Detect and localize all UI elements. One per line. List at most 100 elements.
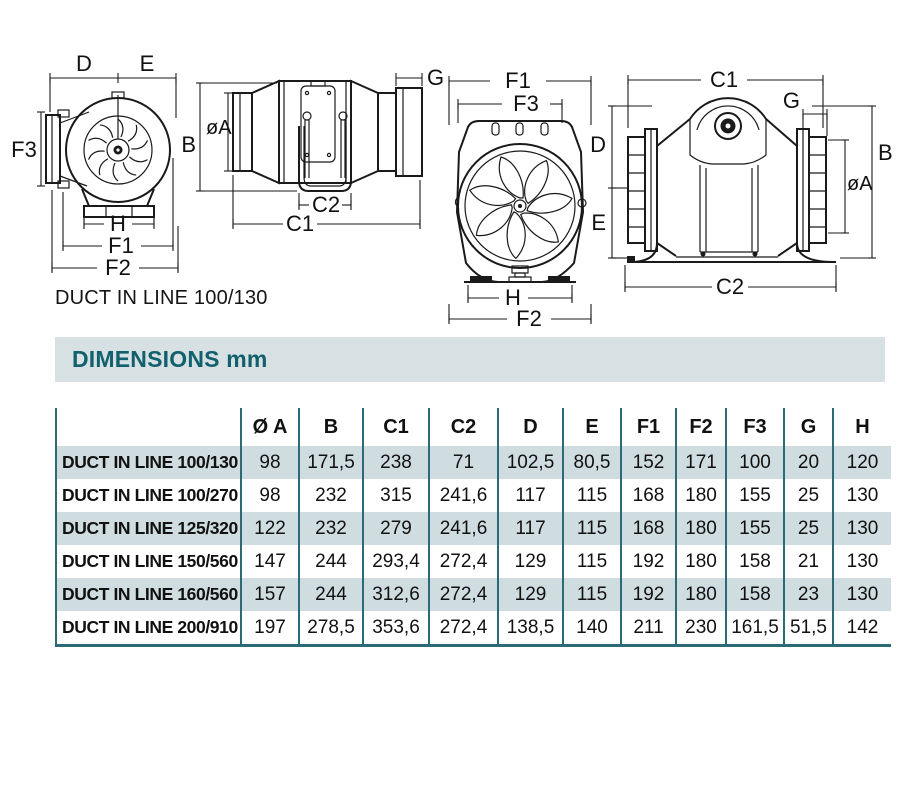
column-header: D [497,408,563,446]
dim-label-h: H [110,211,126,236]
dim-label-dia-a: øA [847,173,873,195]
table-cell: 238 [362,446,429,479]
table-cell: 180 [675,578,726,611]
column-header: F3 [725,408,784,446]
table-cell: 272,4 [428,545,498,578]
dim-label-b: B [181,132,196,157]
table-cell: 312,6 [362,578,429,611]
table-cell: 152 [620,446,676,479]
table-cell: 120 [832,446,891,479]
table-cell: 192 [620,545,676,578]
table-cell: 25 [783,512,833,545]
table-cell: 353,6 [362,611,429,646]
drawing-inline-side-view: øA B G C2 [181,65,444,236]
table-cell: 129 [497,545,563,578]
dim-label-d: D [76,51,92,76]
row-label: DUCT IN LINE 100/130 [55,446,241,479]
column-header: E [562,408,621,446]
table-cell: 157 [240,578,299,611]
dim-label-b: B [878,140,893,165]
drawing-td-side-view: C1 D E G B [590,67,893,299]
table-cell: 244 [298,578,363,611]
row-label: DUCT IN LINE 125/320 [55,512,241,545]
column-header-model [55,408,241,446]
table-cell: 272,4 [428,578,498,611]
dim-label-c2: C2 [716,274,744,299]
table-row: DUCT IN LINE 200/910 197 278,5 353,6 272… [55,611,891,646]
dim-label-f2: F2 [516,306,542,331]
section-title: DIMENSIONS mm [72,346,268,372]
table-row: DUCT IN LINE 125/320 122 232 279 241,6 1… [55,512,891,545]
table-cell: 117 [497,512,563,545]
dim-label-c1: C1 [286,211,314,236]
row-label: DUCT IN LINE 200/910 [55,611,241,646]
drawing-centrifugal-front-view: D E F3 H F1 [11,51,179,280]
table-cell: 180 [675,479,726,512]
table-cell: 115 [562,512,621,545]
table-cell: 244 [298,545,363,578]
dim-label-f2: F2 [105,255,131,280]
table-cell: 130 [832,512,891,545]
dim-label-e: E [591,210,606,235]
table-cell: 171,5 [298,446,363,479]
section-header-bar: DIMENSIONS mm [55,337,885,382]
table-cell: 293,4 [362,545,429,578]
table-cell: 158 [725,545,784,578]
table-cell: 168 [620,479,676,512]
dim-label-f3: F3 [11,137,37,162]
dim-label-c1: C1 [710,67,738,92]
table-cell: 130 [832,479,891,512]
table-cell: 241,6 [428,479,498,512]
column-header: F1 [620,408,676,446]
drawing-caption: DUCT IN LINE 100/130 [55,287,268,309]
table-cell: 230 [675,611,726,646]
table-cell: 232 [298,479,363,512]
row-label: DUCT IN LINE 100/270 [55,479,241,512]
table-cell: 211 [620,611,676,646]
table-cell: 158 [725,578,784,611]
table-cell: 130 [832,545,891,578]
table-cell: 161,5 [725,611,784,646]
technical-drawings: D E F3 H F1 [11,51,893,331]
table-cell: 100 [725,446,784,479]
column-header: F2 [675,408,726,446]
table-row: DUCT IN LINE 160/560 157 244 312,6 272,4… [55,578,891,611]
dim-label-g: G [783,88,800,113]
table-cell: 20 [783,446,833,479]
table-cell: 98 [240,479,299,512]
table-cell: 278,5 [298,611,363,646]
table-cell: 80,5 [562,446,621,479]
dim-label-h: H [505,285,521,310]
column-header: C1 [362,408,429,446]
table-row: DUCT IN LINE 100/270 98 232 315 241,6 11… [55,479,891,512]
table-cell: 122 [240,512,299,545]
dim-label-f1: F1 [505,68,531,93]
table-cell: 155 [725,479,784,512]
dim-label-e: E [140,51,155,76]
table-cell: 180 [675,512,726,545]
table-cell: 129 [497,578,563,611]
table-row: DUCT IN LINE 100/130 98 171,5 238 71 102… [55,446,891,479]
table-cell: 232 [298,512,363,545]
table-cell: 142 [832,611,891,646]
table-cell: 171 [675,446,726,479]
dim-label-f3: F3 [513,91,539,116]
row-label: DUCT IN LINE 150/560 [55,545,241,578]
table-cell: 180 [675,545,726,578]
table-cell: 140 [562,611,621,646]
dimensions-table: Ø A B C1 C2 D E F1 F2 F3 G H DUCT IN LIN… [55,408,891,647]
table-cell: 115 [562,479,621,512]
dim-label-c2: C2 [312,192,340,217]
column-header: H [832,408,891,446]
table-cell: 51,5 [783,611,833,646]
table-cell: 115 [562,578,621,611]
table-cell: 138,5 [497,611,563,646]
table-cell: 117 [497,479,563,512]
column-header: Ø A [240,408,299,446]
table-cell: 102,5 [497,446,563,479]
table-cell: 197 [240,611,299,646]
table-cell: 241,6 [428,512,498,545]
table-cell: 147 [240,545,299,578]
column-header: B [298,408,363,446]
